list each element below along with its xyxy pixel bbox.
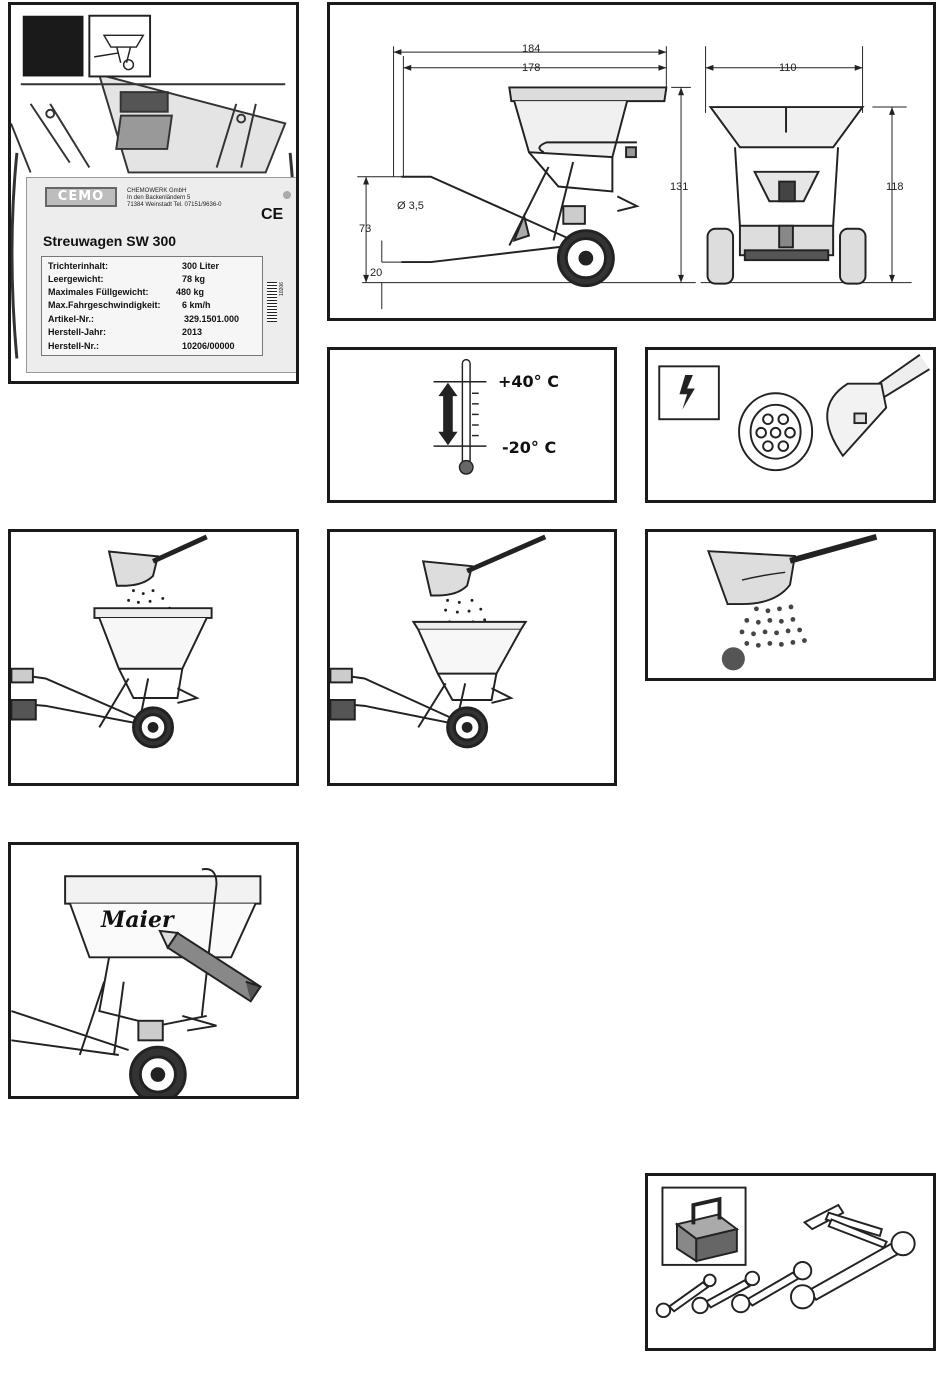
manufacturer-address: CHEMOWERK GmbH In den Backenländern 5 71… bbox=[127, 188, 222, 208]
rivet-dot bbox=[283, 191, 291, 199]
barcode-number: 10206 bbox=[279, 282, 285, 296]
barcode bbox=[267, 282, 277, 322]
rear-wheels bbox=[706, 227, 867, 285]
temp-max: +40° C bbox=[498, 372, 559, 391]
black-corner-block bbox=[22, 15, 84, 77]
spreader-thumbnail-icon bbox=[94, 34, 145, 71]
spec-value: 329.1501.000 bbox=[184, 314, 240, 324]
spec-value: 6 km/h bbox=[182, 300, 211, 310]
spreader-rear-view bbox=[708, 106, 865, 262]
salt-grains bbox=[739, 604, 807, 648]
shovel-icon bbox=[706, 534, 878, 605]
spec-label: Maximales Füllgewicht: bbox=[48, 287, 149, 297]
spec-value: 10206/00000 bbox=[182, 341, 235, 351]
spec-value: 480 kg bbox=[176, 287, 205, 297]
trailer-plug-icon bbox=[738, 354, 930, 472]
temp-min: -20° C bbox=[502, 438, 557, 457]
dim-110: 110 bbox=[779, 62, 797, 74]
dimension-drawing bbox=[357, 46, 912, 310]
wheel-icon bbox=[132, 706, 175, 749]
model-title: Streuwagen SW 300 bbox=[43, 233, 177, 249]
dim-pin-diameter: Ø 3,5 bbox=[397, 200, 424, 212]
temperature-panel: +40° C -20° C bbox=[327, 347, 617, 503]
spec-label: Leergewicht: bbox=[48, 274, 104, 284]
grain-drawing bbox=[706, 534, 878, 671]
owner-name-marking: Maier bbox=[101, 907, 174, 933]
dim-184: 184 bbox=[522, 43, 541, 55]
range-arrow-icon bbox=[438, 382, 458, 446]
wheel-icon bbox=[446, 706, 489, 749]
filling-panel-2 bbox=[327, 529, 617, 786]
wrench-icon bbox=[655, 1273, 717, 1319]
filling-drawing-1 bbox=[11, 534, 213, 749]
spec-label: Max.Fahrgeschwindigkeit: bbox=[48, 300, 161, 310]
grain-size-panel bbox=[645, 529, 936, 681]
dim-118: 118 bbox=[886, 181, 904, 193]
wrench-icon bbox=[790, 1231, 916, 1310]
marking-drawing bbox=[11, 868, 262, 1096]
thermometer-icon bbox=[433, 358, 487, 475]
spreader-drawing bbox=[330, 620, 528, 729]
spec-value: 78 kg bbox=[182, 274, 206, 284]
spec-table: Trichterinhalt: 300 Liter Leergewicht: 7… bbox=[41, 256, 263, 356]
toolbox-icon bbox=[674, 1196, 740, 1263]
dimensions-panel: 184 178 110 131 118 73 20 Ø 3,5 bbox=[327, 2, 936, 321]
electrical-panel bbox=[645, 347, 936, 503]
tools-drawing bbox=[655, 1186, 916, 1319]
pliers-icon bbox=[802, 1203, 888, 1249]
spreader-side-view bbox=[401, 86, 668, 264]
spec-label: Herstell-Nr.: bbox=[48, 341, 100, 351]
spec-value: 300 Liter bbox=[182, 261, 220, 271]
ce-mark: CE bbox=[261, 206, 284, 223]
grain-size-dot bbox=[721, 647, 745, 671]
shovel-icon bbox=[421, 534, 547, 597]
electrical-drawing bbox=[658, 354, 930, 472]
filling-drawing-2 bbox=[330, 534, 547, 749]
spec-label: Herstell-Jahr: bbox=[48, 327, 107, 337]
wrench-icon bbox=[731, 1261, 813, 1314]
dim-178: 178 bbox=[522, 62, 541, 74]
type-plate: CEMO CHEMOWERK GmbH In den Backenländern… bbox=[26, 177, 296, 373]
wheel-icon bbox=[129, 1045, 187, 1096]
shovel-icon bbox=[107, 534, 208, 587]
spec-label: Artikel-Nr.: bbox=[48, 314, 95, 324]
spec-label: Trichterinhalt: bbox=[48, 261, 109, 271]
pencil-icon bbox=[158, 929, 262, 1003]
filling-panel-1 bbox=[8, 529, 299, 786]
spreader-drawing bbox=[11, 607, 213, 729]
dim-131: 131 bbox=[670, 181, 689, 193]
cemo-logo: CEMO bbox=[45, 187, 117, 207]
lightning-bolt-icon bbox=[679, 375, 695, 410]
nameplate-panel: CEMO CHEMOWERK GmbH In den Backenländern… bbox=[8, 2, 299, 384]
wrench-icon bbox=[691, 1270, 761, 1315]
spec-value: 2013 bbox=[182, 327, 203, 337]
dim-20: 20 bbox=[370, 267, 383, 279]
wheel-side bbox=[556, 229, 615, 288]
tools-panel bbox=[645, 1173, 936, 1351]
dim-73: 73 bbox=[359, 223, 372, 235]
marking-panel: Maier bbox=[8, 842, 299, 1099]
